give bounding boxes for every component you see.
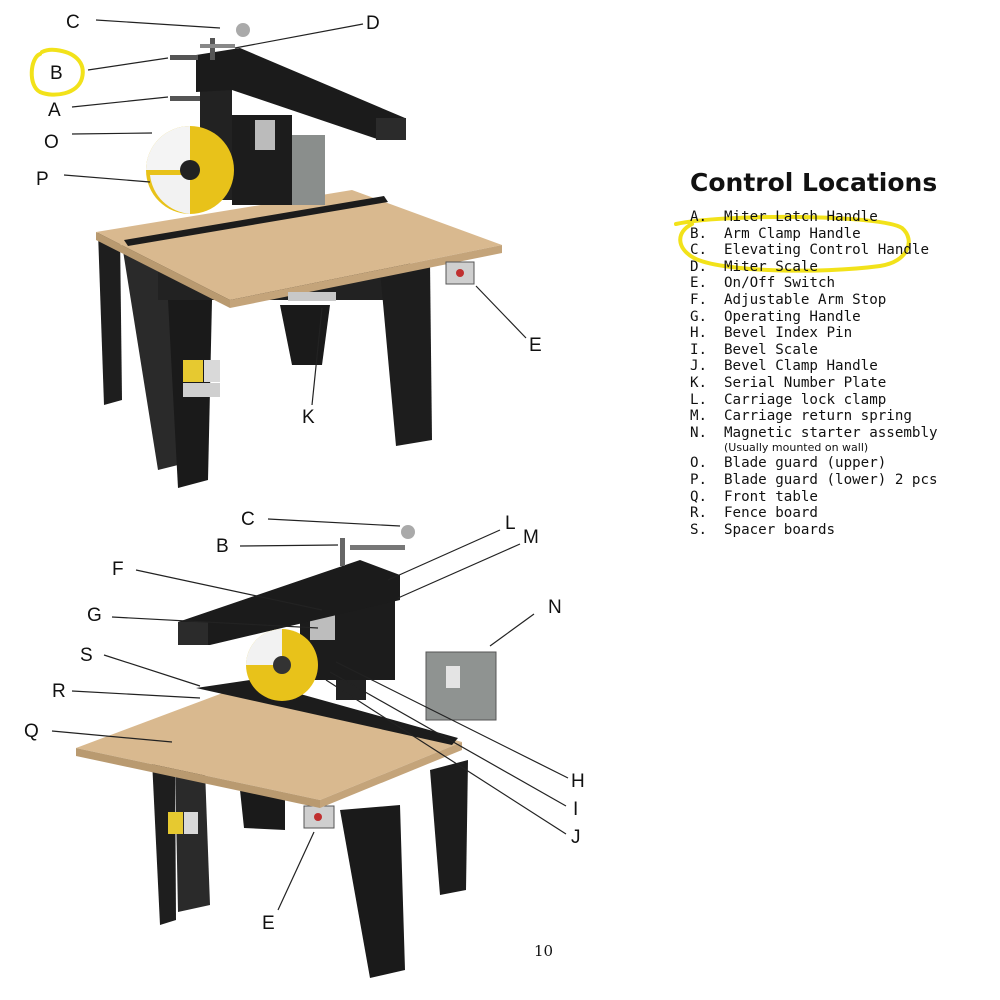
callout-bottom-c: C: [241, 509, 255, 530]
control-locations-legend: Control Locations A.Miter Latch Handle B…: [690, 168, 995, 538]
legend-item: E.On/Off Switch: [690, 275, 836, 292]
legend-item: H.Bevel Index Pin: [690, 325, 853, 342]
callout-bottom-j: J: [571, 827, 581, 848]
callout-bottom-f: F: [112, 559, 124, 580]
legend-item: R.Fence board: [690, 505, 818, 522]
legend-item: I.Bevel Scale: [690, 341, 818, 358]
legend-item-note: (Usually mounted on wall): [724, 441, 869, 455]
legend-item: D.Miter Scale: [690, 258, 818, 275]
callout-bottom-s: S: [80, 645, 93, 666]
callout-bottom-h: H: [571, 771, 585, 792]
callout-top-k: K: [302, 407, 315, 428]
callout-top-d: D: [366, 13, 380, 34]
callout-bottom-n: N: [548, 597, 562, 618]
callout-bottom-b: B: [216, 536, 229, 557]
callout-top-e: E: [529, 335, 542, 356]
callout-bottom-i: I: [573, 799, 579, 820]
callout-top-b: B: [50, 63, 63, 84]
legend-item: Q.Front table: [690, 488, 818, 505]
legend-list: A.Miter Latch Handle B.Arm Clamp Handle …: [690, 209, 995, 538]
callout-bottom-g: G: [87, 605, 102, 626]
legend-item: M.Carriage return spring: [690, 408, 912, 425]
callout-top-a: A: [48, 100, 61, 121]
legend-item: P.Blade guard (lower) 2 pcs: [690, 471, 938, 488]
top-saw-drawing: [96, 23, 502, 488]
top-leader-lines: [63, 19, 527, 406]
highlight-arm-clamp-handle: [674, 214, 911, 273]
callout-bottom-l: L: [505, 513, 516, 534]
callout-bottom-m: M: [523, 527, 539, 548]
legend-item: J.Bevel Clamp Handle: [690, 358, 878, 375]
legend-item: F.Adjustable Arm Stop: [690, 291, 887, 308]
highlight-circle-b: [29, 47, 85, 97]
legend-item: B.Arm Clamp Handle: [690, 225, 861, 242]
legend-item: O.Blade guard (upper): [690, 455, 887, 472]
callout-bottom-e: E: [262, 913, 275, 934]
highlight-marks: [29, 47, 911, 273]
legend-item: A.Miter Latch Handle: [690, 209, 878, 225]
legend-item: L.Carriage lock clamp: [690, 391, 887, 408]
legend-item: K.Serial Number Plate: [690, 374, 887, 391]
page-number: 10: [534, 942, 554, 960]
legend-item: N.Magnetic starter assembly: [690, 424, 938, 441]
bottom-saw-drawing: [76, 525, 497, 978]
callout-top-o: O: [44, 132, 59, 153]
callout-top-c: C: [66, 12, 80, 33]
callout-bottom-q: Q: [24, 721, 39, 742]
callout-bottom-r: R: [52, 681, 66, 702]
legend-item: C.Elevating Control Handle: [690, 242, 929, 259]
legend-title: Control Locations: [690, 168, 938, 197]
legend-item: S.Spacer boards: [690, 521, 836, 538]
legend-item: G.Operating Handle: [690, 308, 861, 325]
callout-top-p: P: [36, 169, 49, 190]
bottom-leader-lines: [51, 518, 569, 911]
